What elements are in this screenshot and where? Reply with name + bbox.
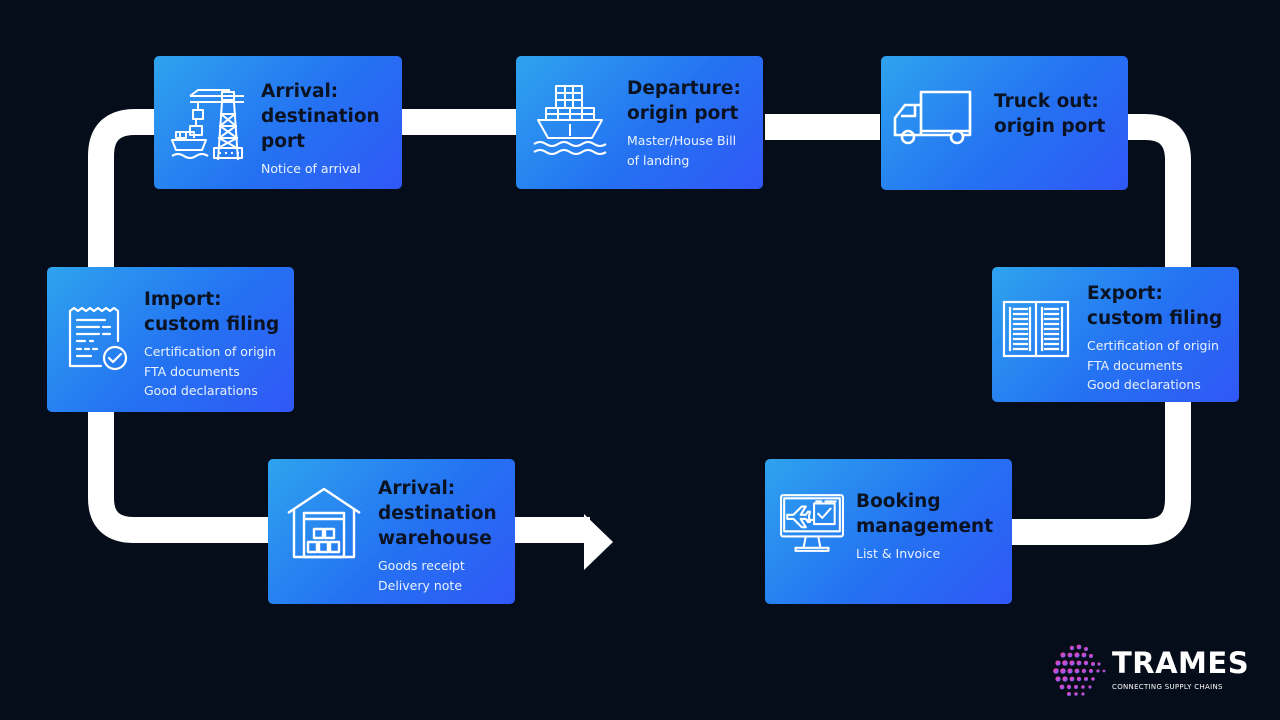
- document-check-icon: [65, 303, 131, 371]
- step-card-import[interactable]: Import: custom filing Certification of o…: [47, 267, 294, 412]
- step-card-arrival-port[interactable]: Arrival: destination port Notice of arri…: [154, 56, 402, 189]
- truck-icon: [891, 90, 973, 145]
- step-card-booking[interactable]: Booking management List & Invoice: [765, 459, 1012, 604]
- step-description: Certification of origin FTA documents Go…: [1087, 338, 1219, 392]
- step-card-truck[interactable]: Truck out: origin port: [881, 56, 1128, 190]
- step-description: Certification of origin FTA documents Go…: [144, 344, 276, 398]
- step-title: Import: custom filing: [144, 289, 280, 335]
- step-card-arrival-warehouse[interactable]: Arrival: destination warehouse Goods rec…: [268, 459, 515, 604]
- logo-wordmark: TRAMES: [1112, 646, 1250, 680]
- step-card-departure[interactable]: Departure: origin port Master/House Bill…: [516, 56, 763, 189]
- trames-logo: TRAMES CONNECTING SUPPLY CHAINS: [1048, 640, 1258, 700]
- document-book-icon: [1002, 299, 1070, 359]
- step-title: Export: custom filing: [1087, 283, 1223, 329]
- step-card-export[interactable]: Export: custom filing Certification of o…: [992, 267, 1239, 402]
- step-title: Arrival: destination port: [261, 81, 380, 152]
- step-title: Departure: origin port: [627, 78, 741, 124]
- step-description: Goods receipt Delivery note: [378, 558, 465, 593]
- warehouse-icon: [284, 485, 364, 559]
- step-title: Booking management: [856, 491, 994, 537]
- step-description: Notice of arrival: [261, 161, 361, 176]
- logo-tagline: CONNECTING SUPPLY CHAINS: [1112, 683, 1223, 691]
- step-title: Truck out: origin port: [994, 91, 1106, 137]
- monitor-booking-icon: [779, 489, 845, 555]
- port-crane-icon: [170, 86, 250, 162]
- step-description: List & Invoice: [856, 546, 941, 561]
- step-title: Arrival: destination warehouse: [378, 478, 497, 549]
- container-ship-icon: [532, 84, 608, 156]
- trames-sphere-icon: [1053, 644, 1106, 696]
- step-description: Master/House Bill of landing: [627, 133, 737, 168]
- flow-arrowhead: [584, 514, 613, 570]
